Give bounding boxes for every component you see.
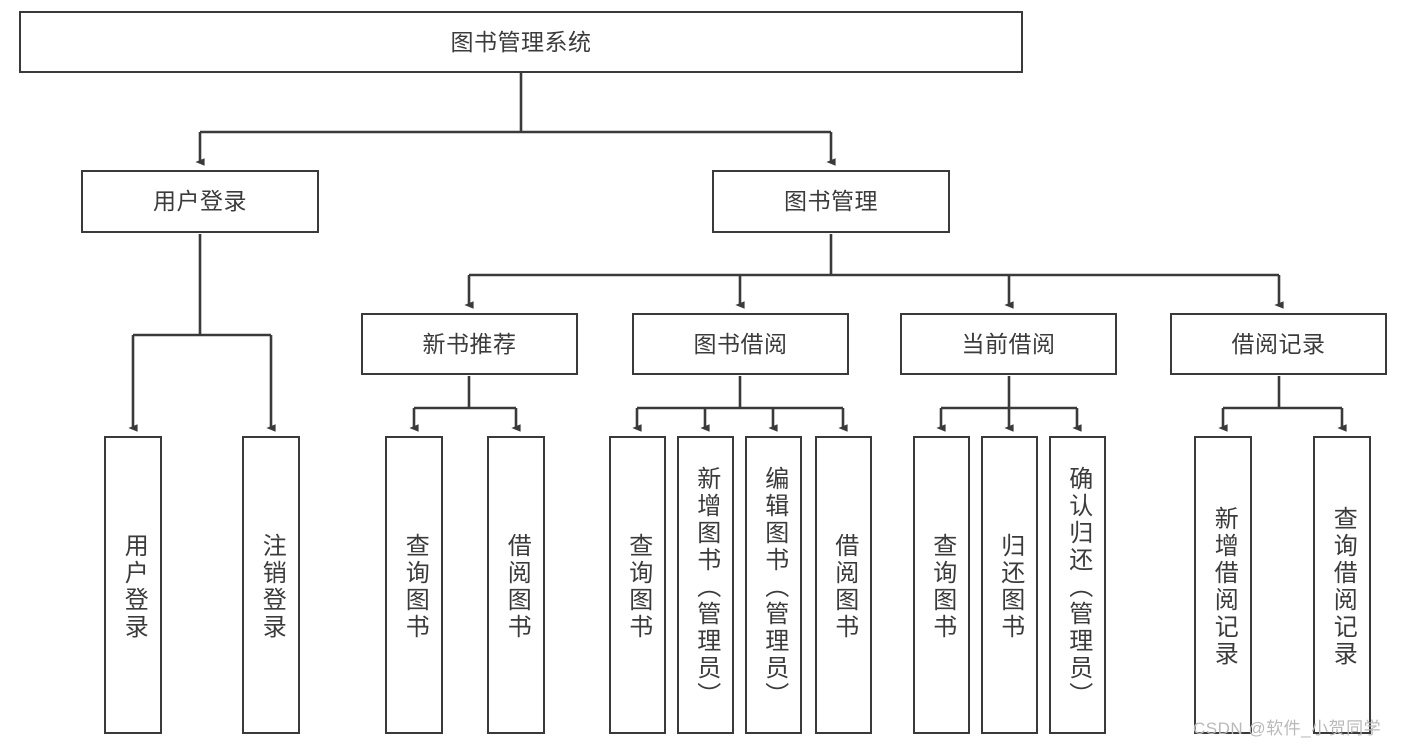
watermark: CSDN @软件_小贺同学 — [1193, 719, 1382, 738]
node-user-login[interactable]: 用户登录 — [81, 170, 319, 233]
node-label: 确认归还（管理员） — [1064, 465, 1092, 709]
node-label: 注销登录 — [258, 533, 286, 641]
node-label: 图书管理系统 — [450, 28, 592, 55]
node-label: 用户登录 — [120, 533, 148, 641]
leaf-query-borrow-record[interactable]: 查询借阅记录 — [1313, 436, 1371, 734]
node-borrow-record[interactable]: 借阅记录 — [1170, 313, 1387, 375]
node-root-system[interactable]: 图书管理系统 — [19, 11, 1023, 73]
node-label: 新增图书（管理员） — [692, 465, 720, 709]
node-label: 归还图书 — [996, 533, 1024, 641]
node-label: 查询图书 — [401, 533, 429, 641]
node-book-management[interactable]: 图书管理 — [712, 170, 950, 233]
node-label: 查询图书 — [624, 533, 652, 641]
leaf-add-book-admin[interactable]: 新增图书（管理员） — [677, 436, 734, 734]
leaf-borrow-book-new[interactable]: 借阅图书 — [487, 436, 545, 734]
node-label: 编辑图书（管理员） — [760, 465, 788, 709]
node-label: 查询借阅记录 — [1329, 506, 1357, 668]
node-label: 当前借阅 — [961, 330, 1056, 357]
node-label: 借阅图书 — [503, 533, 531, 641]
leaf-query-book-new[interactable]: 查询图书 — [385, 436, 443, 734]
leaf-query-book-borrow[interactable]: 查询图书 — [609, 436, 666, 734]
node-label: 用户登录 — [153, 188, 247, 215]
node-current-borrow[interactable]: 当前借阅 — [900, 313, 1117, 375]
leaf-logout[interactable]: 注销登录 — [242, 436, 300, 734]
leaf-user-login[interactable]: 用户登录 — [104, 436, 162, 734]
node-label: 借阅图书 — [830, 533, 858, 641]
node-label: 查询图书 — [928, 533, 956, 641]
leaf-confirm-return-admin[interactable]: 确认归还（管理员） — [1049, 436, 1106, 734]
node-label: 新增借阅记录 — [1210, 506, 1238, 668]
leaf-borrow-book[interactable]: 借阅图书 — [815, 436, 872, 734]
node-label: 图书借阅 — [693, 330, 788, 357]
leaf-query-book-current[interactable]: 查询图书 — [913, 436, 970, 734]
leaf-add-borrow-record[interactable]: 新增借阅记录 — [1194, 436, 1252, 734]
node-book-borrow[interactable]: 图书借阅 — [632, 313, 849, 375]
node-label: 新书推荐 — [422, 330, 517, 357]
leaf-edit-book-admin[interactable]: 编辑图书（管理员） — [745, 436, 802, 734]
node-new-book-recommend[interactable]: 新书推荐 — [361, 313, 578, 375]
node-label: 借阅记录 — [1231, 330, 1326, 357]
node-label: 图书管理 — [784, 188, 878, 215]
leaf-return-book[interactable]: 归还图书 — [981, 436, 1038, 734]
